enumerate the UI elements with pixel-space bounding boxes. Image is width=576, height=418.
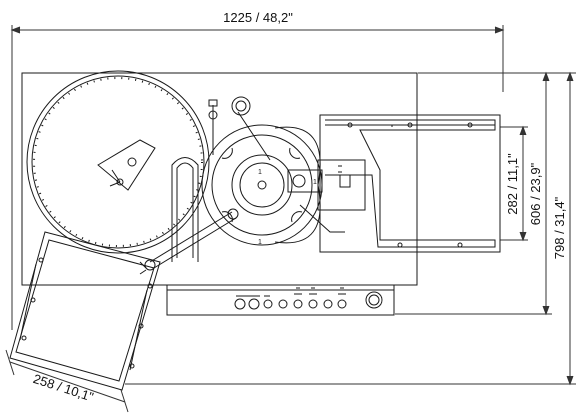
- rotor-turret-icon: 1 1: [201, 96, 323, 246]
- machine-body: [21, 72, 418, 316]
- overall-depth-label: 798 / 31,4": [552, 196, 567, 259]
- conveyor-width-dimension: [5, 349, 129, 413]
- discharge-table-icon: [319, 114, 501, 253]
- feed-wheel-icon: [26, 70, 210, 254]
- transfer-channel: [139, 157, 239, 275]
- svg-text:1: 1: [313, 179, 317, 186]
- table-depth-label: 282 / 11,1": [505, 153, 520, 215]
- emergency-stop-icon: [365, 289, 383, 309]
- body-depth-label: 606 / 23,9": [528, 162, 543, 225]
- conveyor-width-label: 258 / 10,1": [31, 371, 95, 405]
- overall-width-label: 1225 / 48,2": [223, 10, 293, 25]
- overall-width-dimension: [10, 25, 505, 330]
- discharge-unit-icon: 1: [287, 159, 366, 233]
- svg-text:1: 1: [258, 239, 262, 246]
- svg-text:1: 1: [258, 169, 262, 176]
- control-knobs-icon: [234, 287, 347, 310]
- conveyor-chute-icon: [9, 231, 161, 391]
- right-dimensions: [125, 71, 576, 386]
